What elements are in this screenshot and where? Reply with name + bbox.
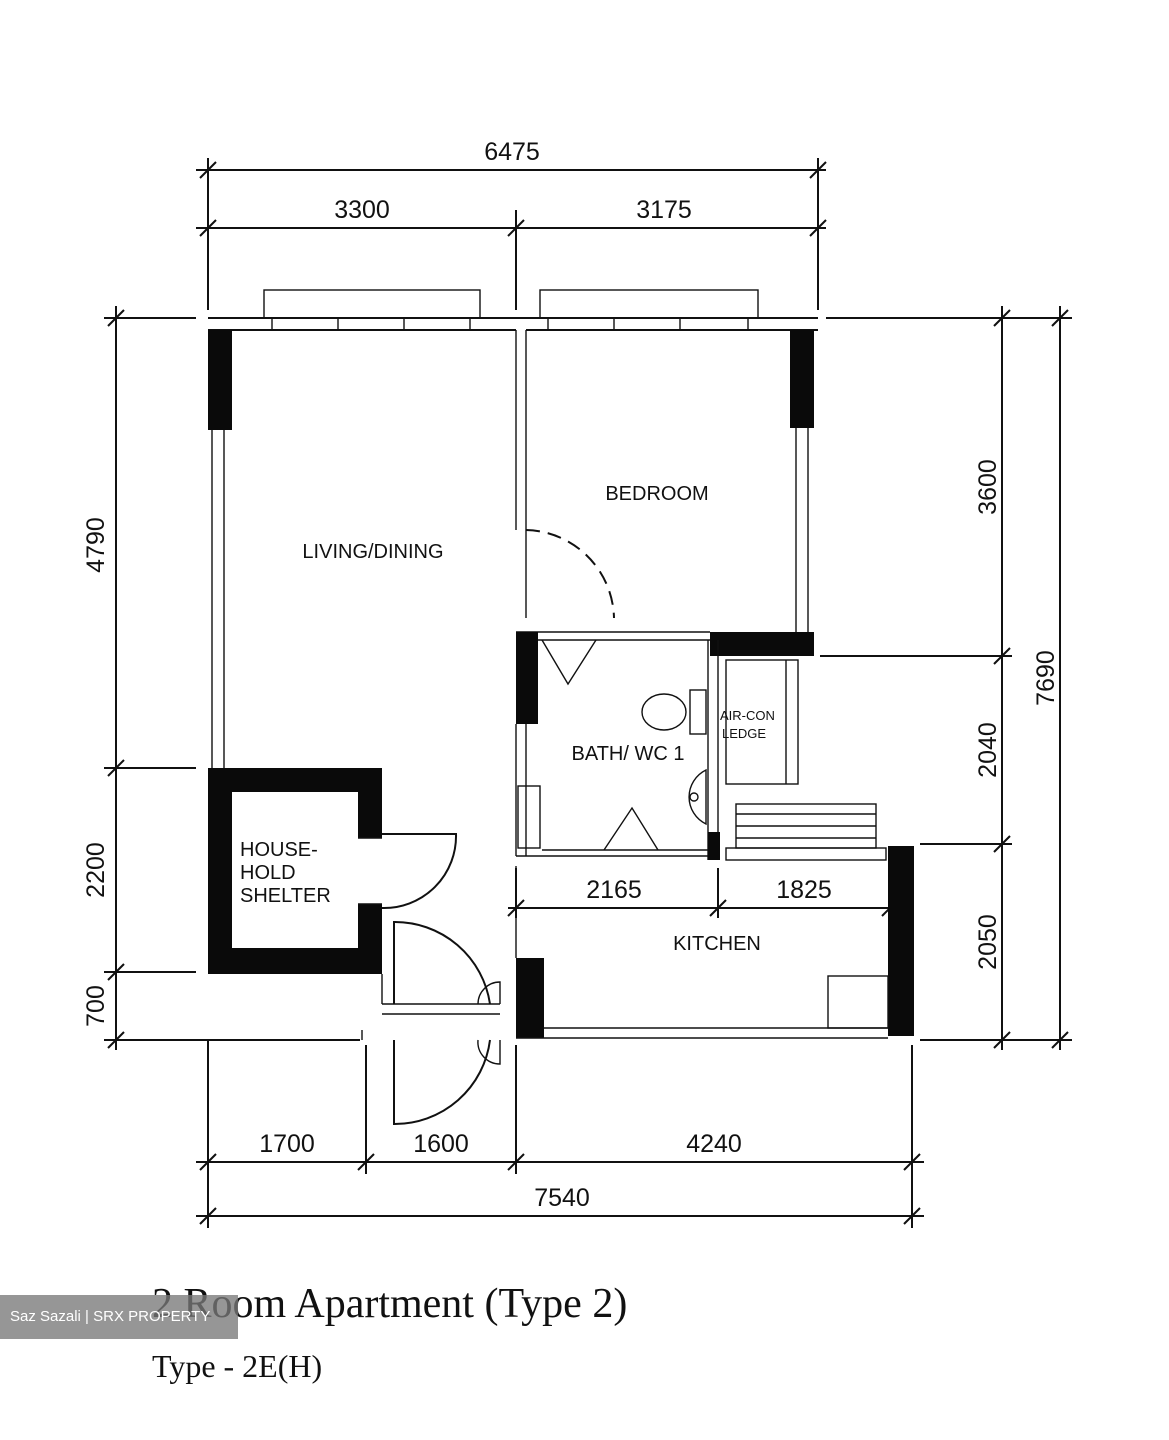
dim-left-lower: 700 [82, 985, 110, 1027]
plan-subtitle: Type - 2E(H) [152, 1348, 323, 1384]
dim-right-total: 7690 [1032, 650, 1060, 706]
dim-right-inner-bottom: 2050 [974, 914, 1002, 970]
dim-top-right: 3175 [636, 196, 692, 224]
room-label-bath: BATH/ WC 1 [572, 743, 685, 765]
right-dimensions: 3600 2040 2050 7690 [820, 306, 1072, 1050]
room-label-shelter-1: HOUSE- [240, 839, 318, 861]
dim-interior-left: 2165 [586, 876, 642, 904]
dim-left-upper: 4790 [82, 517, 110, 573]
left-dimensions: 4790 2200 700 [82, 306, 360, 1050]
sink-icon [688, 768, 707, 826]
room-label-kitchen: KITCHEN [673, 933, 761, 955]
room-label-living: LIVING/DINING [302, 541, 443, 563]
fixtures [541, 639, 707, 851]
dim-right-inner-top: 3600 [974, 459, 1002, 515]
dim-left-middle: 2200 [82, 842, 110, 898]
bottom-dimensions: 1700 1600 4240 7540 [196, 1040, 924, 1228]
toilet-icon [641, 693, 687, 731]
dim-bottom-c: 4240 [686, 1130, 742, 1158]
dim-top-left: 3300 [334, 196, 390, 224]
interior-dimensions: 2165 1825 [507, 868, 899, 918]
room-label-shelter-2: HOLD [240, 862, 296, 884]
dim-right-inner-middle: 2040 [974, 722, 1002, 778]
dim-interior-right: 1825 [776, 876, 832, 904]
room-labels: LIVING/DINING BEDROOM BATH/ WC 1 AIR-CON… [240, 483, 775, 955]
doors [381, 529, 615, 1126]
dim-top-total: 6475 [484, 138, 540, 166]
walls [208, 317, 914, 1040]
room-label-bedroom: BEDROOM [605, 483, 708, 505]
room-label-aircon-2: LEDGE [722, 726, 766, 741]
watermark-banner: Saz Sazali | SRX PROPERTY [0, 1295, 238, 1339]
dim-bottom-total: 7540 [534, 1184, 590, 1212]
top-dimensions: 6475 3300 3175 [196, 138, 827, 310]
room-label-shelter-3: SHELTER [240, 885, 331, 907]
room-label-aircon-1: AIR-CON [720, 708, 775, 723]
dim-bottom-a: 1700 [259, 1130, 315, 1158]
dim-bottom-b: 1600 [413, 1130, 469, 1158]
top-windows [263, 289, 759, 331]
